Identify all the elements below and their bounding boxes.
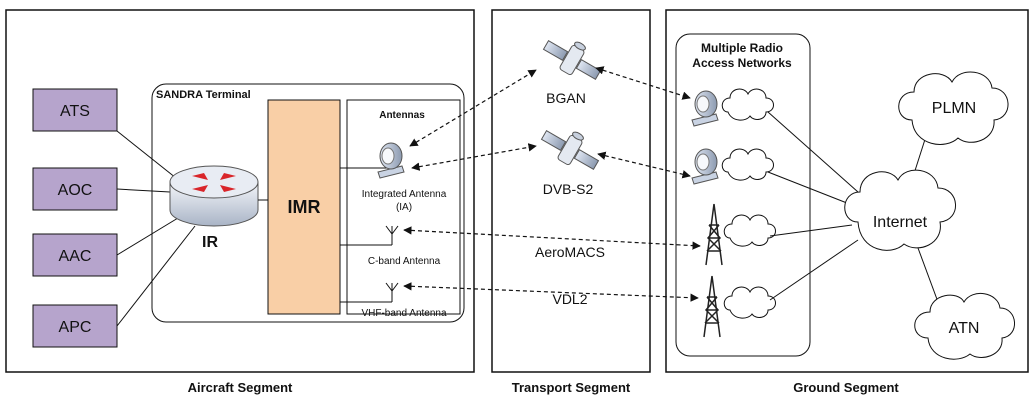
- bgan-link-ground: [595, 66, 691, 100]
- bgan-label: BGAN: [546, 90, 586, 106]
- bgan-link-aircraft: [409, 69, 537, 147]
- aeromacs-label: AeroMACS: [535, 244, 605, 260]
- vhf-antenna-icon: [385, 282, 399, 302]
- internet-label: Internet: [873, 214, 928, 231]
- cband-antenna-icon: [385, 225, 399, 245]
- sandra-terminal-title: SANDRA Terminal: [156, 89, 251, 101]
- router-label: IR: [202, 234, 218, 251]
- imr-antenna-links: [340, 167, 392, 303]
- app-label-apc: APC: [59, 319, 92, 336]
- dvbs2-label: DVB-S2: [543, 181, 594, 197]
- atn-label: ATN: [949, 320, 980, 337]
- app-box-apc: APC: [32, 304, 118, 348]
- aeromacs-tower-icon: [705, 203, 723, 266]
- ground-segment-label: Ground Segment: [793, 380, 899, 395]
- app-label-aoc: AOC: [58, 182, 93, 199]
- internet-cloud: [844, 169, 956, 251]
- imr-label: IMR: [288, 197, 321, 217]
- transport-segment-label: Transport Segment: [512, 380, 631, 395]
- ran-title-line2: Access Networks: [692, 56, 792, 70]
- app-router-links: [116, 130, 196, 327]
- integrated-antenna-label-line1: Integrated Antenna: [362, 189, 447, 200]
- cband-antenna-label: C-band Antenna: [368, 256, 441, 267]
- app-box-aoc: AOC: [32, 167, 118, 211]
- dvbs2-satellite-icon: [540, 129, 600, 171]
- app-box-aac: AAC: [32, 233, 118, 277]
- aeromacs-link: [403, 226, 701, 250]
- vhf-antenna-label: VHF-band Antenna: [361, 308, 446, 319]
- ground-dish-icon-dvbs2: [691, 148, 719, 185]
- dvbs2-link-ground: [597, 151, 691, 179]
- app-label-ats: ATS: [60, 103, 90, 120]
- vdl2-tower-icon: [703, 275, 721, 338]
- aircraft-segment-label: Aircraft Segment: [188, 380, 293, 395]
- vdl2-link: [403, 282, 699, 302]
- bgan-satellite-icon: [542, 39, 602, 81]
- antennas-title: Antennas: [379, 110, 425, 121]
- plmn-label: PLMN: [932, 100, 976, 117]
- integrated-antenna-label-line2: (IA): [396, 202, 412, 213]
- app-label-aac: AAC: [59, 248, 92, 265]
- integrated-antenna-icon: [377, 142, 405, 179]
- ran-title-line1: Multiple Radio: [701, 41, 783, 55]
- ground-dish-icon-bgan: [691, 90, 719, 127]
- app-box-ats: ATS: [32, 88, 118, 132]
- atn-cloud: [914, 293, 1015, 360]
- router-icon: [169, 165, 259, 227]
- plmn-cloud: [898, 71, 1009, 145]
- link-arrows: [403, 66, 701, 302]
- imr-box: [267, 99, 341, 315]
